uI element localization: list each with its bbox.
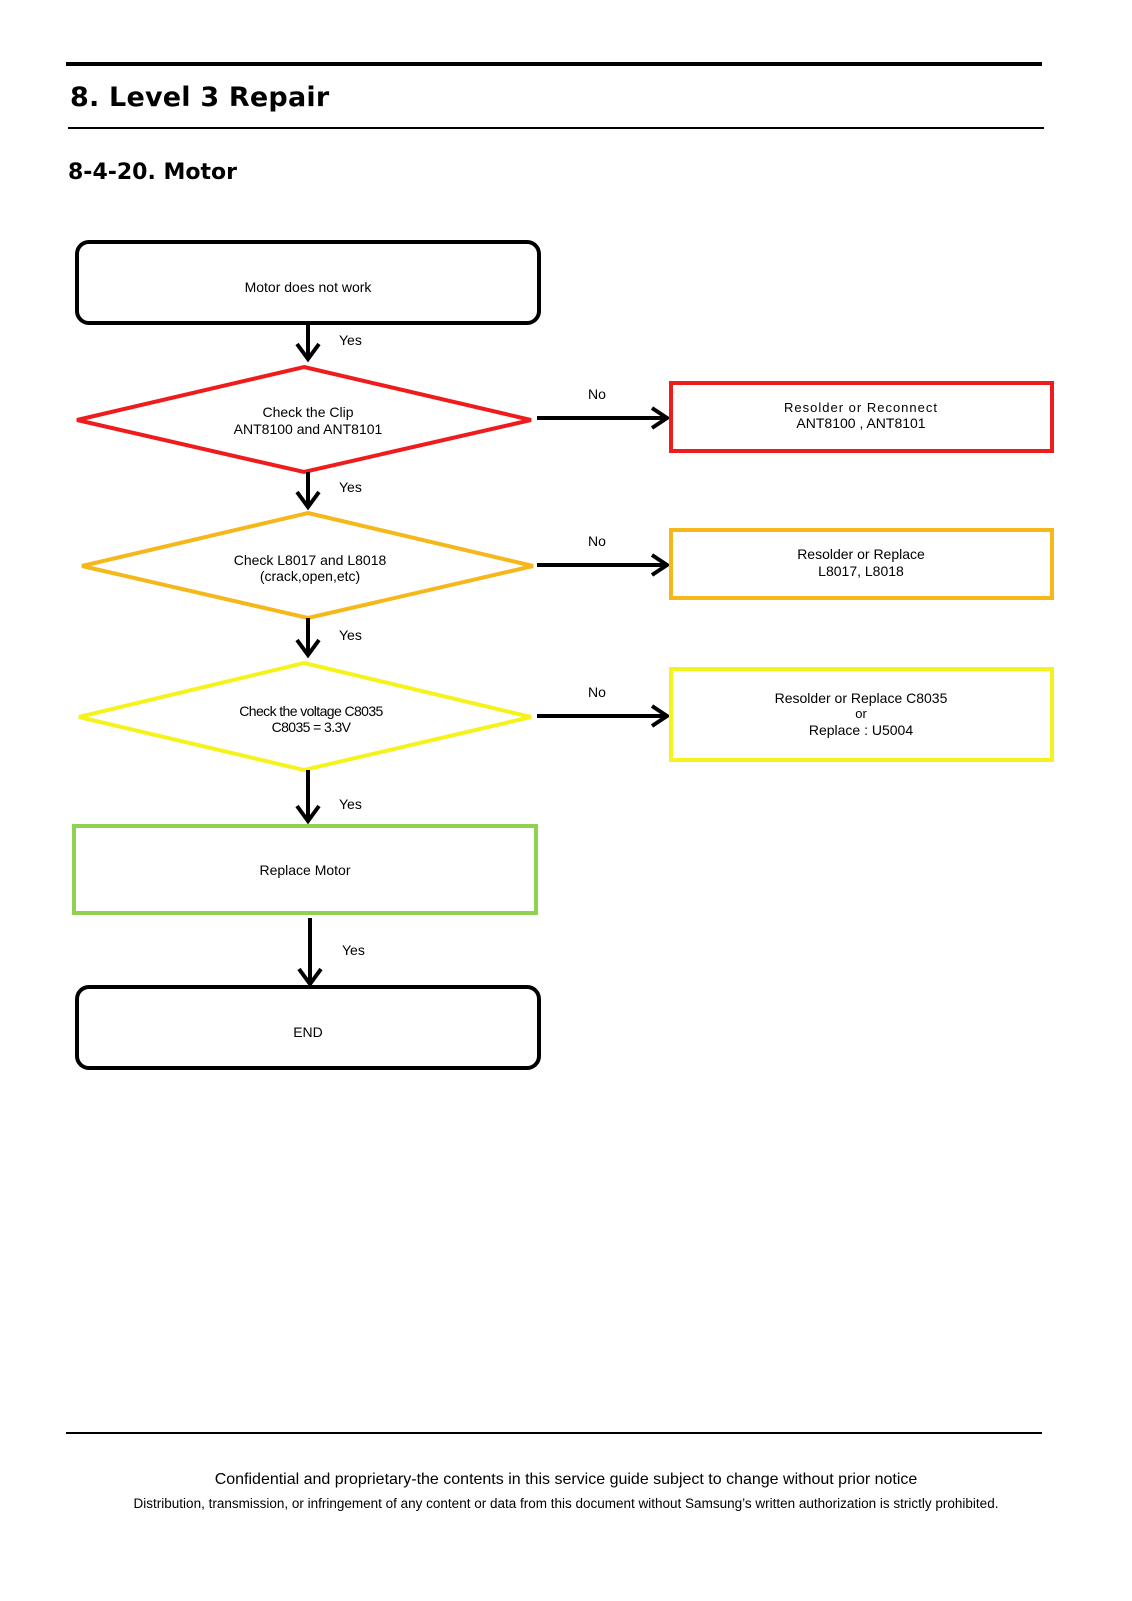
arrow-yes-3: Yes xyxy=(295,618,362,659)
arrow-no-3: No xyxy=(537,684,671,728)
yes-label-1: Yes xyxy=(339,332,362,348)
footer-confidential-notice: Confidential and proprietary-the content… xyxy=(214,1471,918,1488)
arrow-yes-1: Yes xyxy=(295,323,362,363)
footer-rule xyxy=(66,1432,1042,1434)
title-underline xyxy=(68,127,1044,129)
arrow-yes-2: Yes xyxy=(295,472,362,511)
end-node: END xyxy=(75,985,541,1070)
decision2-line1: Check L8017 and L8018 xyxy=(234,552,387,568)
yes-label-5: Yes xyxy=(342,942,365,958)
yes-label-3: Yes xyxy=(339,627,362,643)
arrow-no-2: No xyxy=(537,533,671,577)
replace-motor-label: Replace Motor xyxy=(259,862,350,878)
start-node: Motor does not work xyxy=(75,240,541,325)
arrow-yes-4: Yes xyxy=(295,770,362,825)
arrow-yes-5: Yes xyxy=(297,918,365,988)
action-replace-motor: Replace Motor xyxy=(72,824,538,915)
no-label-1: No xyxy=(588,386,606,402)
decision-check-inductors: Check L8017 and L8018 (crack,open,etc) xyxy=(81,510,534,621)
action-resolder-replace-inductors: Resolder or Replace L8017, L8018 xyxy=(669,528,1054,600)
yes-label-4: Yes xyxy=(339,796,362,812)
decision-check-voltage: Check the voltage C8035 C8035 = 3.3V xyxy=(78,660,532,773)
section-title: 8-4-20. Motor xyxy=(68,160,237,185)
decision1-line2: ANT8100 and ANT8101 xyxy=(234,421,383,437)
chapter-title: 8. Level 3 Repair xyxy=(70,82,330,113)
decision3-line2: C8035 = 3.3V xyxy=(272,719,352,735)
arrow-no-1: No xyxy=(537,386,671,430)
decision-diamond-yellow xyxy=(78,660,532,773)
action-resolder-reconnect: Resolder or Reconnect ANT8100 , ANT8101 xyxy=(669,381,1054,453)
decision-check-clip: Check the Clip ANT8100 and ANT8101 xyxy=(76,364,532,475)
action-resolder-replace-capacitor: Resolder or Replace C8035 or Replace : U… xyxy=(669,667,1054,762)
action1-line2: ANT8100 , ANT8101 xyxy=(796,415,925,431)
end-node-label: END xyxy=(293,1024,323,1040)
no-label-3: No xyxy=(588,684,606,700)
footer-distribution-notice: Distribution, transmission, or infringem… xyxy=(133,1496,999,1511)
no-label-2: No xyxy=(588,533,606,549)
top-rule xyxy=(66,62,1042,66)
decision-diamond-red xyxy=(76,364,532,475)
action3-line2: or xyxy=(855,706,867,721)
start-node-label: Motor does not work xyxy=(245,279,373,295)
yes-label-2: Yes xyxy=(339,479,362,495)
action3-line3: Replace : U5004 xyxy=(809,722,914,738)
action2-line2: L8017, L8018 xyxy=(818,563,904,579)
action2-line1: Resolder or Replace xyxy=(797,546,925,562)
action1-line1: Resolder or Reconnect xyxy=(784,400,938,415)
decision3-line1: Check the voltage C8035 xyxy=(239,703,383,719)
action3-line1: Resolder or Replace C8035 xyxy=(775,690,948,706)
decision1-line1: Check the Clip xyxy=(262,404,353,420)
decision2-line2: (crack,open,etc) xyxy=(260,568,360,584)
